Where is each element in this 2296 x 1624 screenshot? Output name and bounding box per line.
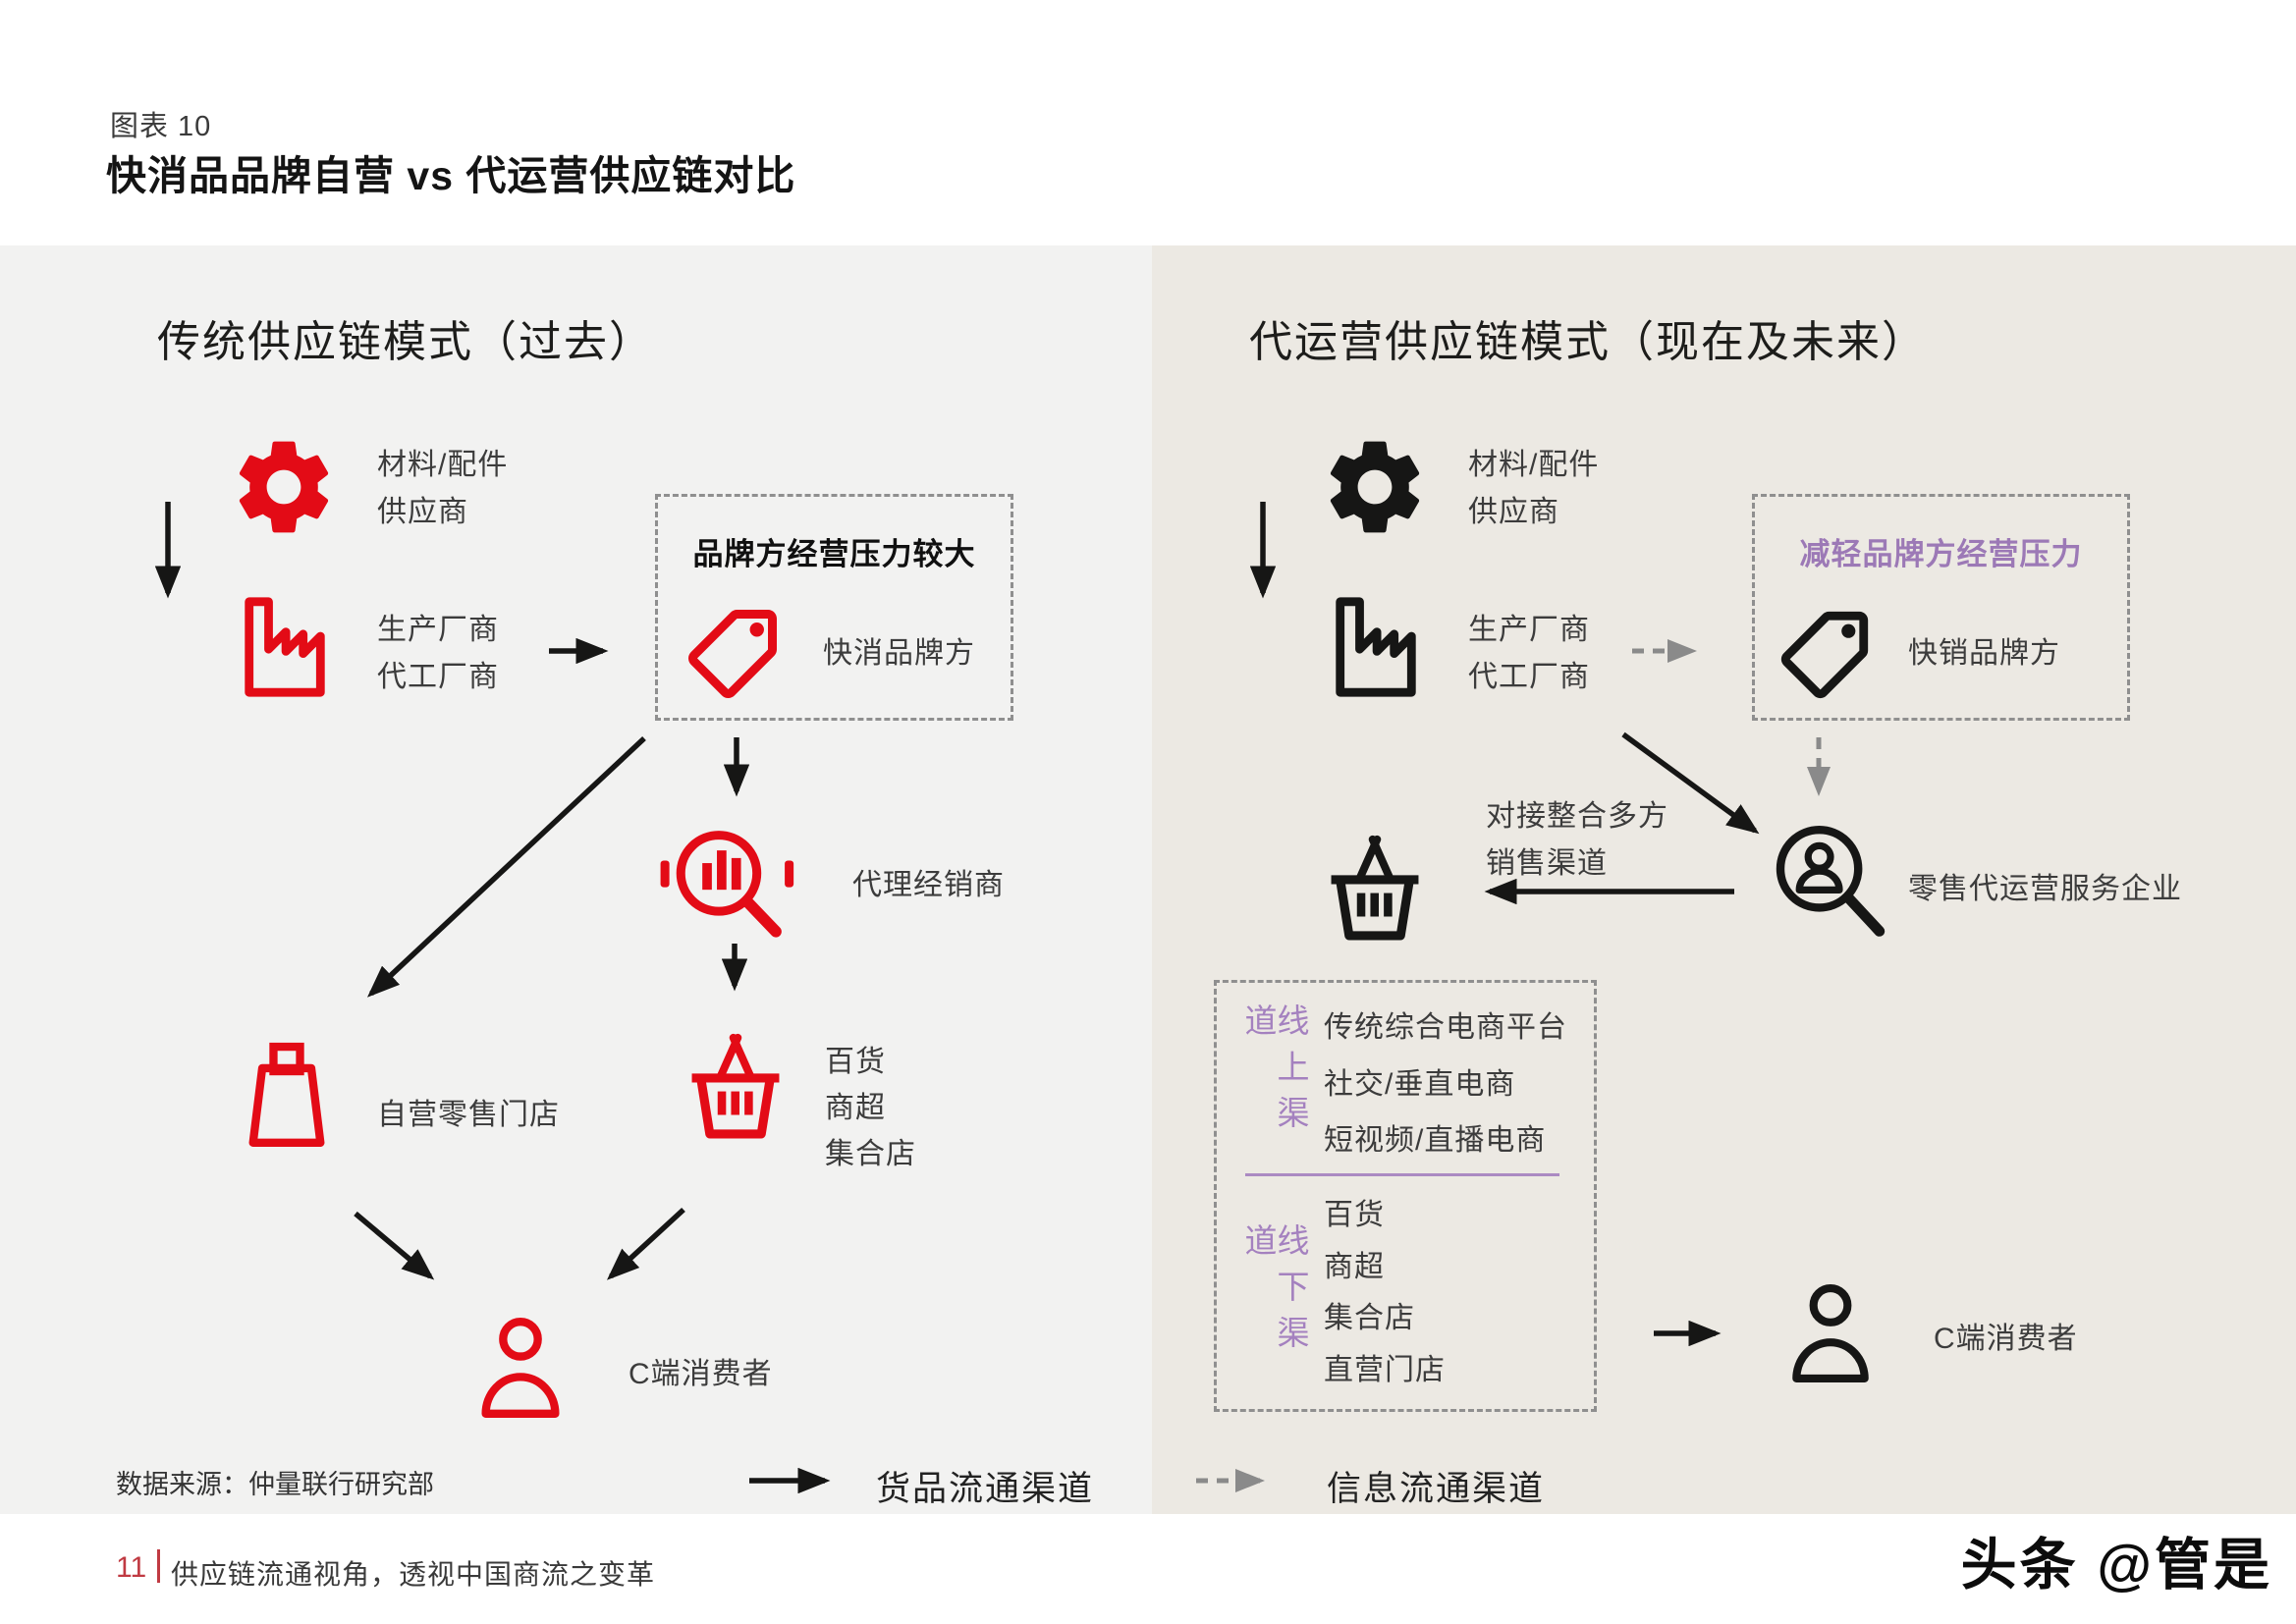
down-arrow — [723, 737, 750, 797]
brand-pressure-box: 品牌方经营压力较大 — [655, 494, 1013, 721]
down-arrow — [154, 502, 182, 599]
info-flow-dashed-arrow — [1632, 638, 1697, 663]
info-flow-dashed-arrow — [1807, 737, 1831, 796]
agency-supply-chain-panel: 代运营供应链模式（现在及未来） 材料/配件 供应商 生产厂商 代工厂商 — [1152, 245, 2296, 1514]
tag-icon — [688, 610, 777, 698]
diagonal-flow-arrow — [354, 1211, 435, 1280]
flow-arrow — [549, 637, 609, 665]
consumer-label: C端消费者 — [629, 1358, 773, 1390]
watermark-logo: 头条 @管是 — [1960, 1534, 2272, 1597]
offline-channel-items: 百货 商超 集合店 直营门店 — [1324, 1199, 1446, 1386]
footer-divider — [157, 1549, 160, 1583]
supplier-label: 材料/配件 供应商 — [1468, 449, 1600, 528]
traditional-supply-chain-panel: 传统供应链模式（过去） 材料/配件 供应商 生产厂商 代工厂商 品 — [0, 245, 1152, 1514]
figure-label: 图表 10 — [110, 111, 212, 142]
magnifier-chart-icon — [660, 831, 794, 938]
online-channels-label: 线上渠道 — [1240, 1003, 1309, 1142]
manufacturer-label: 生产厂商 代工厂商 — [1468, 614, 1590, 693]
data-source: 数据来源：仲量联行研究部 — [116, 1470, 434, 1499]
goods-flow-legend-arrow — [749, 1467, 831, 1494]
distributor-label: 代理经销商 — [852, 869, 1005, 901]
footer-text: 供应链流通视角，透视中国商流之变革 — [171, 1559, 656, 1590]
magnifier-person-icon — [1776, 826, 1886, 937]
right-panel-title: 代运营供应链模式（现在及未来） — [1249, 318, 1927, 366]
operator-label: 零售代运营服务企业 — [1908, 873, 2182, 905]
sales-channels-box — [1214, 980, 1597, 1412]
store-channels-label: 百货 商超 集合店 — [825, 1046, 916, 1170]
fmcg-brand-label: 快消品牌方 — [823, 637, 975, 670]
diagonal-flow-arrow — [606, 1207, 685, 1280]
factory-icon — [245, 597, 325, 697]
supplier-label: 材料/配件 供应商 — [377, 449, 509, 528]
gear-icon — [1330, 441, 1420, 533]
manufacturer-label: 生产厂商 代工厂商 — [377, 614, 499, 693]
gear-icon — [239, 441, 329, 533]
integrate-channels-label: 对接整合多方 销售渠道 — [1486, 800, 1668, 880]
relief-box-title: 减轻品牌方经营压力 — [1799, 537, 2083, 571]
goods-flow-legend-label: 货品流通渠道 — [876, 1470, 1095, 1508]
figure-title: 快消品品牌自营 vs 代运营供应链对比 — [106, 153, 796, 198]
fmcg-brand-label: 快销品牌方 — [1908, 637, 2060, 670]
pressure-box-title: 品牌方经营压力较大 — [692, 537, 976, 571]
consumer-label: C端消费者 — [1934, 1323, 2078, 1355]
info-flow-legend-arrow — [1196, 1468, 1265, 1492]
flow-arrow — [1484, 878, 1734, 905]
offline-channels-label: 线下渠道 — [1240, 1223, 1309, 1362]
left-panel-title: 传统供应链模式（过去） — [157, 318, 654, 366]
diagonal-flow-arrow — [1621, 731, 1760, 835]
brand-relief-box: 减轻品牌方经营压力 — [1752, 494, 2130, 721]
flow-arrow — [1654, 1320, 1722, 1347]
page-number: 11 — [116, 1551, 147, 1584]
person-icon — [481, 1318, 560, 1418]
down-arrow — [1249, 502, 1277, 599]
basket-icon — [691, 1033, 780, 1139]
diagonal-flow-arrow — [366, 735, 646, 998]
basket-icon — [1331, 835, 1419, 941]
online-channel-items: 传统综合电商平台 社交/垂直电商 短视频/直播电商 — [1324, 1011, 1567, 1157]
factory-icon — [1336, 597, 1416, 697]
info-flow-legend-label: 信息流通渠道 — [1327, 1470, 1546, 1508]
tag-icon — [1780, 611, 1869, 699]
down-arrow — [721, 944, 748, 992]
shopping-bag-icon — [248, 1042, 325, 1147]
person-icon — [1792, 1284, 1869, 1382]
own-store-label: 自营零售门店 — [377, 1099, 560, 1131]
channels-divider — [1245, 1173, 1559, 1176]
